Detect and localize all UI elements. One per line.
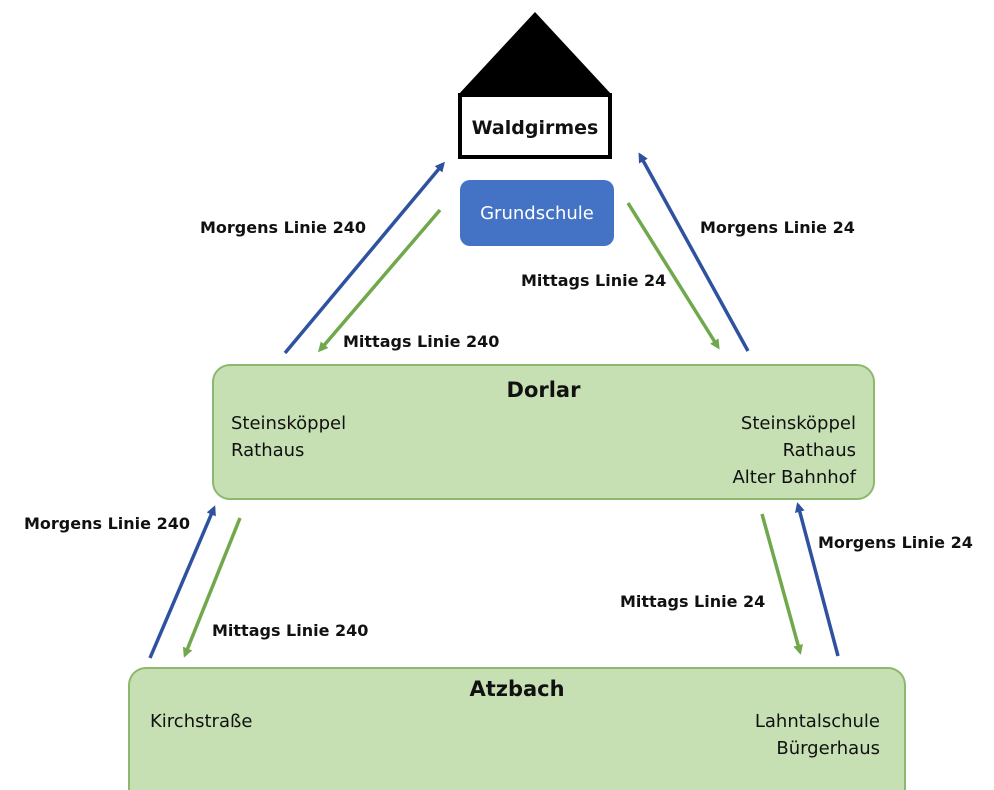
stop-name: Rathaus [231,440,305,461]
stop-name: Steinsköppel [231,413,347,434]
stop-box-atzbach: Atzbach Kirchstraße Lahntalschule Bürger… [128,667,906,790]
stop-name: Bürgerhaus [776,738,880,759]
route-label-upper-left-noon: Mittags Linie 240 [343,332,500,351]
route-label-lower-right-morning: Morgens Linie 24 [818,533,973,552]
stop-name: Lahntalschule [754,711,880,732]
arrow-upper-right-morning [638,152,750,352]
dorlar-title: Dorlar [506,378,581,402]
stop-name: Steinsköppel [740,413,856,434]
dorlar-left-stops: Steinsköppel Rathaus [231,410,346,464]
stop-name: Rathaus [782,440,856,461]
school-name-badge: Grundschule [460,180,614,246]
atzbach-title: Atzbach [469,677,565,701]
school-building: Waldgirmes [458,93,612,159]
arrow-lower-right-morning [794,502,840,657]
arrow-lower-right-noon [760,513,803,655]
stop-name: Kirchstraße [150,711,253,732]
school-town-label: Waldgirmes [471,117,599,139]
stop-name: Alter Bahnhof [732,467,856,488]
school-roof [458,12,612,95]
route-label-lower-left-noon: Mittags Linie 240 [212,621,369,640]
stop-box-dorlar: Dorlar Steinsköppel Rathaus Steinsköppel… [212,364,875,500]
route-label-upper-left-morning: Morgens Linie 240 [200,218,366,237]
route-label-upper-right-noon: Mittags Linie 24 [521,271,667,290]
school-name-label: Grundschule [480,202,594,224]
route-label-lower-right-noon: Mittags Linie 24 [620,592,766,611]
atzbach-right-stops: Lahntalschule Bürgerhaus [755,708,880,762]
atzbach-left-stops: Kirchstraße [150,708,252,735]
dorlar-right-stops: Steinsköppel Rathaus Alter Bahnhof [732,410,856,491]
route-label-lower-left-morning: Morgens Linie 240 [24,514,190,533]
arrow-upper-left-morning [283,161,445,355]
route-label-upper-right-morning: Morgens Linie 24 [700,218,855,237]
